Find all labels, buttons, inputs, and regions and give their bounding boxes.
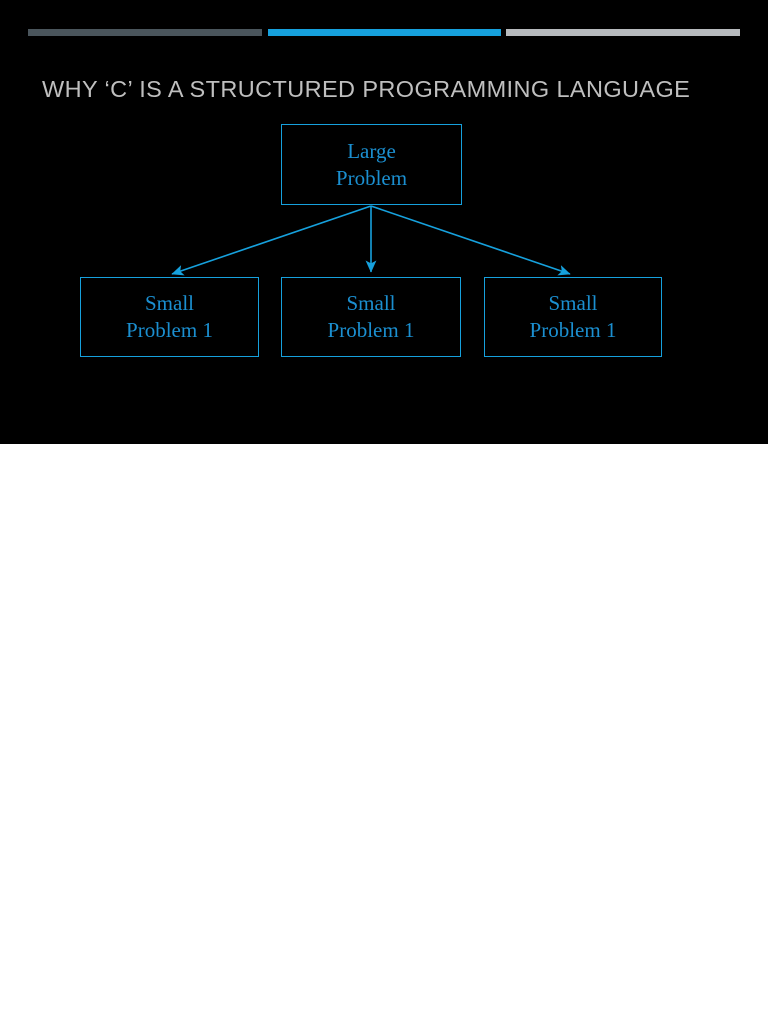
decor-bar-dark-slate xyxy=(28,29,262,36)
arrow-to-small-problem-3 xyxy=(370,205,571,276)
node-small-problem-3-line2: Problem 1 xyxy=(529,318,617,342)
node-small-problem-2: Small Problem 1 xyxy=(281,277,461,357)
node-large-problem: Large Problem xyxy=(281,124,462,205)
node-large-problem-line1: Large xyxy=(347,138,396,163)
node-small-problem-1: Small Problem 1 xyxy=(80,277,259,357)
arrow-connectors xyxy=(171,205,571,276)
slide-canvas: WHY ‘C’ IS A STRUCTURED PROGRAMMING LANG… xyxy=(0,0,768,444)
arrow-to-small-problem-1 xyxy=(171,205,372,276)
slide-title: WHY ‘C’ IS A STRUCTURED PROGRAMMING LANG… xyxy=(42,76,691,102)
node-small-problem-1-line1: Small xyxy=(144,291,194,315)
decor-bar-light-gray xyxy=(506,29,740,36)
node-small-problem-3: Small Problem 1 xyxy=(484,277,662,357)
node-large-problem-line2: Problem xyxy=(335,165,408,190)
node-small-problem-1-line2: Problem 1 xyxy=(126,318,213,342)
node-small-problem-2-line2: Problem 1 xyxy=(327,318,415,342)
node-small-problem-2-line1: Small xyxy=(346,291,396,315)
page-blank-area xyxy=(0,444,768,1024)
problem-decomposition-diagram: Large Problem Small Problem 1 Small Prob… xyxy=(0,0,768,444)
decor-bar-accent-blue xyxy=(268,29,501,36)
node-small-problem-3-line1: Small xyxy=(548,291,598,315)
